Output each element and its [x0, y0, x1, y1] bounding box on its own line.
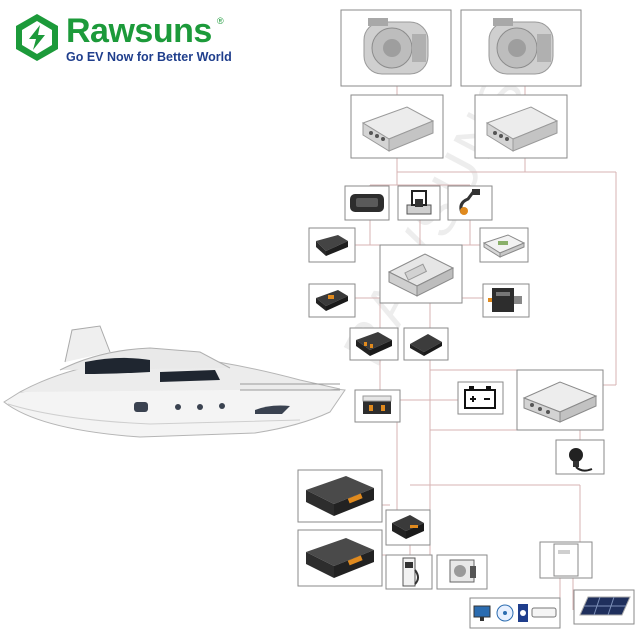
pedal-frame [447, 185, 493, 221]
air-conditioner-icon [531, 607, 557, 618]
vcu-icon [387, 253, 455, 297]
ecu-icon [482, 234, 526, 258]
brand-tagline: Go EV Now for Better World [66, 50, 232, 64]
brand-logo: Rawsuns ® Go EV Now for Better World [12, 10, 242, 70]
shifter-icon [406, 190, 432, 215]
connector-lines [355, 86, 617, 610]
brand-registered-mark: ® [217, 16, 224, 26]
lv-battery-icon [464, 386, 496, 409]
yacht-icon [3, 325, 346, 438]
brand-name: Rawsuns [66, 12, 212, 50]
controller-icon [361, 106, 435, 152]
component-frames [297, 9, 635, 629]
charging-plug-icon [569, 448, 593, 472]
display-icon [350, 194, 384, 212]
battery-pack-icon [306, 538, 374, 578]
distribution-box-icon [362, 395, 392, 414]
throttle-pedal-icon [459, 189, 480, 215]
junction-box-icon [392, 515, 424, 539]
bms-icon [410, 334, 442, 356]
monitor-icon [473, 605, 491, 621]
battery-pack-icon [306, 476, 374, 516]
fast-charger-icon [449, 559, 476, 583]
inverter-icon [553, 543, 579, 577]
obc-icon [488, 288, 522, 312]
logo-icon [16, 14, 58, 61]
fridge-icon [518, 604, 528, 622]
controller-icon [485, 106, 559, 152]
pdu-icon [356, 332, 392, 356]
dcdc-icon [316, 290, 348, 311]
motor-icon [363, 18, 429, 75]
charging-station-icon [402, 557, 419, 587]
motor-icon [488, 18, 554, 75]
pdu-box-icon [522, 381, 598, 423]
solar-panel-icon [579, 596, 631, 616]
fan-icon [496, 604, 514, 622]
sensor-icon [316, 235, 348, 256]
